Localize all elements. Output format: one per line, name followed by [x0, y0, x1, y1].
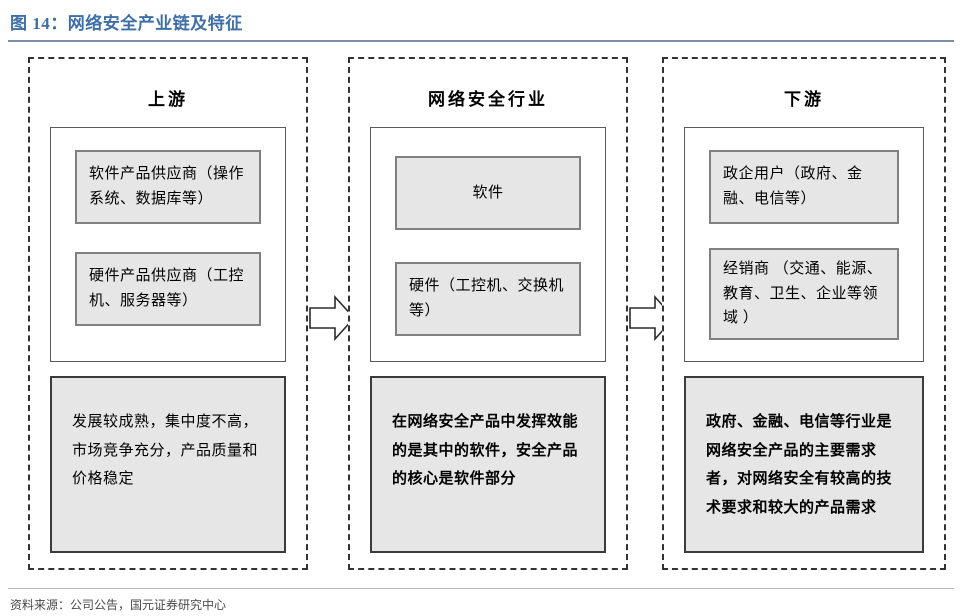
cell-downstream-government-enterprise-users: 政企用户（政府、金融、电信等） — [709, 150, 899, 224]
footer-divider — [8, 588, 954, 589]
column-heading-downstream: 下游 — [784, 90, 824, 109]
column-cybersecurity-industry: 网络安全行业 软件 硬件（工控机、交换机等） 在网络安全产品中发挥效能的是其中的… — [348, 57, 628, 570]
customer-group-downstream: 政企用户（政府、金融、电信等） 经销商 （交通、能源、教育、卫生、企业等领域 ） — [684, 127, 924, 362]
product-group-industry: 软件 硬件（工控机、交换机等） — [370, 127, 606, 362]
cell-upstream-software-supplier: 软件产品供应商（操作系统、数据库等） — [75, 150, 261, 224]
column-heading-upstream: 上游 — [148, 90, 188, 109]
page-title: 图 14：网络安全产业链及特征 — [10, 14, 243, 33]
figure-title-bar: 图 14：网络安全产业链及特征 — [0, 0, 962, 46]
column-heading-industry: 网络安全行业 — [428, 90, 548, 109]
description-upstream: 发展较成熟，集中度不高，市场竞争充分，产品质量和价格稳定 — [50, 376, 286, 553]
column-upstream: 上游 软件产品供应商（操作系统、数据库等） 硬件产品供应商（工控机、服务器等） … — [28, 57, 308, 570]
description-industry: 在网络安全产品中发挥效能的是其中的软件，安全产品的核心是软件部分 — [370, 376, 606, 553]
description-downstream: 政府、金融、电信等行业是网络安全产品的主要需求者，对网络安全有较高的技术要求和较… — [684, 376, 924, 553]
cell-industry-hardware: 硬件（工控机、交换机等） — [395, 262, 581, 336]
right-block-arrow-icon — [308, 295, 356, 341]
cell-industry-software: 软件 — [395, 156, 581, 230]
supplier-group-upstream: 软件产品供应商（操作系统、数据库等） 硬件产品供应商（工控机、服务器等） — [50, 127, 286, 362]
cell-upstream-hardware-supplier: 硬件产品供应商（工控机、服务器等） — [75, 252, 261, 326]
source-note: 资料来源：公司公告，国元证券研究中心 — [10, 598, 227, 612]
title-divider — [8, 40, 954, 42]
cell-downstream-distributors: 经销商 （交通、能源、教育、卫生、企业等领域 ） — [709, 248, 899, 340]
column-downstream: 下游 政企用户（政府、金融、电信等） 经销商 （交通、能源、教育、卫生、企业等领… — [662, 57, 946, 570]
